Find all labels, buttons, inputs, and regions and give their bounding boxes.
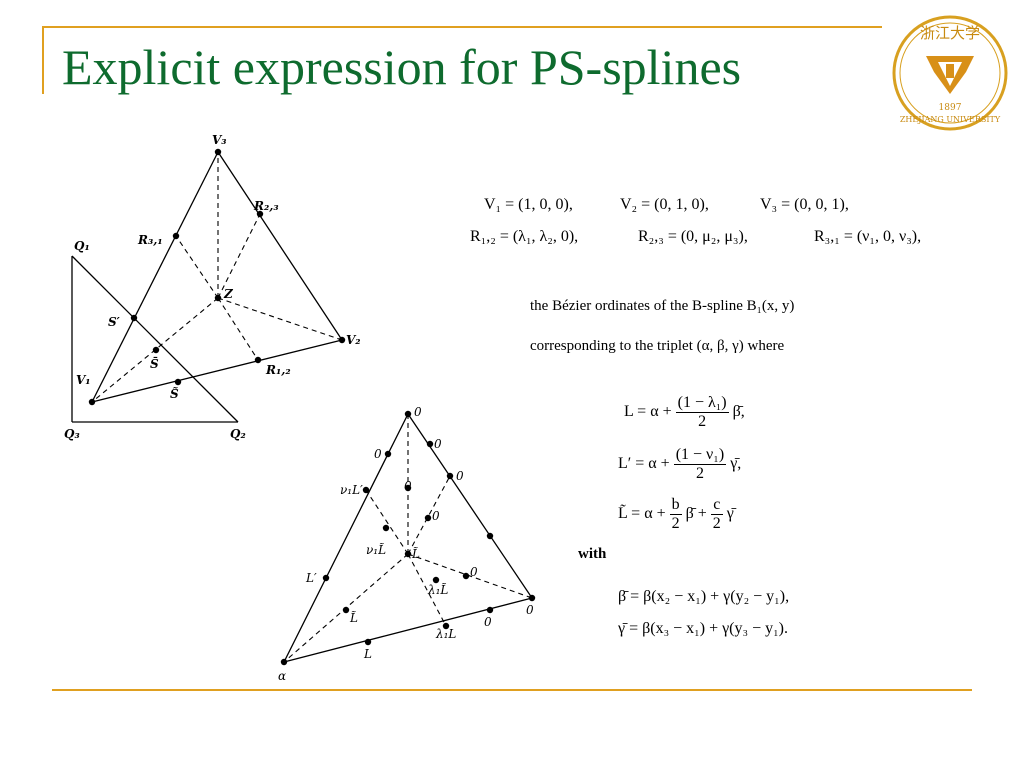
label-bottom-zero: 0 [484, 615, 492, 629]
eq-lprime-fraction: (1 − ν₁)2 [673, 446, 727, 483]
label-lam1-ltilde: λ₁L̃ [427, 582, 448, 597]
eq-lprime-den: 2 [695, 465, 704, 482]
label-s-bar: S̄ [150, 355, 159, 371]
title-frame-vertical [42, 26, 44, 94]
label-center-zero-3: 0 [470, 565, 478, 579]
label-nu1-ltilde: ν₁L̃ [366, 542, 386, 557]
label-left-zero: 0 [374, 447, 382, 461]
label-r31: R₃,₁ [137, 233, 163, 247]
page-title: Explicit expression for PS-splines [62, 39, 742, 95]
eq-r23: R₂,₃ = (0, μ₂, μ₃), [638, 228, 748, 245]
label-s-prime: S′ [108, 315, 121, 329]
label-right-zero-1: 0 [434, 437, 442, 451]
eq-l-num: (1 − λ₁) [675, 394, 729, 413]
label-center-ltilde: L̃ [411, 546, 420, 561]
eq-r12: R₁,₂ = (λ₁, λ₂, 0), [470, 228, 579, 245]
eq-v1: V₁ = (1, 0, 0), [484, 196, 573, 213]
eq-l-lhs: L = α + [624, 403, 672, 421]
label-v3: V₃ [212, 133, 227, 147]
label-z: Z [223, 287, 234, 301]
eq-ltilde-tail: γ̄ [726, 505, 734, 523]
bottom-rule [52, 689, 972, 691]
eq-ltilde-2a: 2 [671, 515, 680, 532]
logo-year: 1897 [939, 103, 962, 113]
label-l: L [363, 647, 372, 661]
label-lprime: L′ [305, 571, 317, 585]
label-v1: V₁ [76, 373, 91, 387]
eq-v3: V₃ = (0, 0, 1), [760, 196, 849, 213]
label-r12: R₁,₂ [265, 363, 291, 377]
eq-ltilde-lhs: L̃ = α + [618, 505, 666, 523]
eq-v2: V₂ = (0, 1, 0), [620, 196, 709, 213]
label-v2: V₂ [346, 333, 361, 347]
title-frame-horizontal [42, 26, 882, 28]
eq-r31: R₃,₁ = (ν₁, 0, ν₃), [814, 228, 922, 245]
label-ltilde: L̃ [349, 610, 358, 625]
label-top-zero: 0 [414, 405, 422, 419]
eq-ltilde-2b: 2 [712, 515, 721, 532]
eq-lprime-lhs: L′ = α + [618, 455, 670, 473]
label-nu1-lprime: ν₁L′ [340, 483, 363, 497]
eq-ltilde-b: b [669, 496, 682, 515]
label-r23: R₂,₃ [253, 199, 279, 213]
figure-triangle-subdivision: V₃ V₂ V₁ R₂,₃ R₃,₁ R₁,₂ Z Q₁ Q₂ Q₃ S′ S̄… [64, 133, 361, 441]
eq-lprime-num: (1 − ν₁) [673, 446, 727, 465]
figure-bezier-ordinates: 0 0 0 0 0 0 0 0 0 α ν₁L′ L′ ν₁L̃ L̃ λ₁L̃… [278, 405, 536, 683]
eq-beta-bar: β̄ = β(x₂ − x₁) + γ(y₂ − y₁), [618, 588, 790, 605]
eq-ltilde-mid: β̄ + [685, 505, 707, 523]
label-center-zero-1: 0 [404, 479, 412, 493]
label-alpha: α [278, 669, 286, 683]
text-bezier-ordinates: the Bézier ordinates of the B-spline B₁(… [530, 298, 795, 314]
label-right-corner-zero: 0 [526, 603, 534, 617]
label-s-tilde: S̃ [170, 386, 179, 401]
eq-lprime: L′ = α + (1 − ν₁)2 γ̄, [618, 446, 741, 483]
text-triplet: corresponding to the triplet (α, β, γ) w… [530, 338, 785, 354]
logo-university-name: ZHEJIANG UNIVERSITY [900, 115, 1001, 124]
eq-lprime-tail: γ̄, [730, 455, 742, 473]
eq-l-fraction: (1 − λ₁)2 [675, 394, 729, 431]
text-with: with [578, 546, 607, 562]
eq-l: L = α + (1 − λ₁)2 β̄, [624, 394, 745, 431]
eq-ltilde-c: c [710, 496, 723, 515]
label-q2: Q₂ [230, 427, 246, 441]
label-right-zero-2: 0 [456, 469, 464, 483]
logo-chinese-name: 浙江大学 [920, 24, 980, 42]
eq-l-den: 2 [698, 413, 707, 430]
label-q1: Q₁ [74, 239, 90, 253]
eq-l-tail: β̄, [732, 403, 745, 421]
university-logo: 浙江大学 1897 ZHEJIANG UNIVERSITY [892, 15, 1008, 131]
eq-gamma-bar: γ̄ = β(x₃ − x₁) + γ(y₃ − y₁). [618, 620, 788, 637]
label-lam1-l: λ₁L [435, 627, 456, 641]
label-center-zero-2: 0 [432, 509, 440, 523]
label-q3: Q₃ [64, 427, 80, 441]
